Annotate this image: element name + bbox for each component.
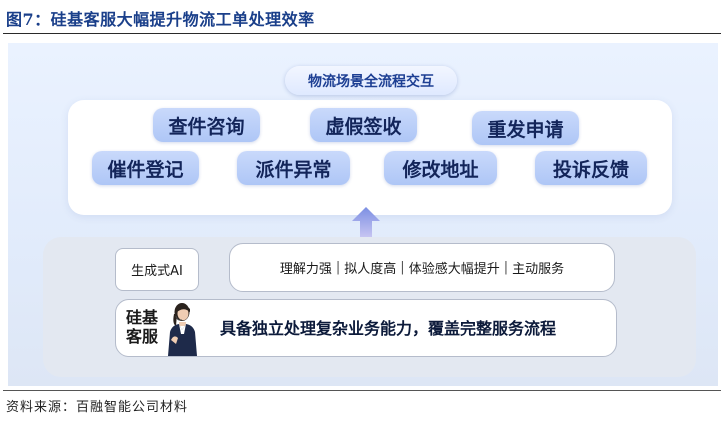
source-note: 资料来源：百融智能公司材料 <box>6 400 189 415</box>
feature-proactive: 主动服务 <box>512 262 565 277</box>
feature-experience: 体验感大幅提升 <box>408 262 500 277</box>
capability-text: 具备独立处理复杂业务能力，覆盖完整服务流程 <box>220 319 557 338</box>
features-box: 理解力强 | 拟人度高 | 体验感大幅提升 | 主动服务 <box>229 243 615 292</box>
top-rule <box>3 33 721 34</box>
chip-complaint-feedback: 投诉反馈 <box>535 151 647 185</box>
separator: | <box>503 260 509 275</box>
feature-humanlike: 拟人度高 <box>344 262 397 277</box>
customer-service-agent-icon <box>168 303 197 356</box>
up-arrow-icon <box>352 207 380 238</box>
figure-title: 图7：硅基客服大幅提升物流工单处理效率 <box>6 10 315 29</box>
bottom-rule <box>3 390 721 391</box>
chip-delivery-exception: 派件异常 <box>237 151 350 185</box>
separator: | <box>400 260 405 275</box>
silicon-capability-box <box>115 299 617 357</box>
silicon-label-line1: 硅基 <box>125 308 158 327</box>
chip-urge-registration: 催件登记 <box>92 151 199 185</box>
silicon-label-line2: 客服 <box>125 327 158 346</box>
feature-understanding: 理解力强 <box>279 262 332 277</box>
chip-change-address: 修改地址 <box>384 151 497 185</box>
chip-resend-request: 重发申请 <box>472 111 579 145</box>
flow-title-pill: 物流场景全流程交互 <box>285 66 457 95</box>
chip-false-signoff: 虚假签收 <box>310 108 417 142</box>
generative-ai-box: 生成式AI <box>115 248 199 291</box>
silicon-service-label: 硅基 客服 <box>122 308 162 346</box>
separator: | <box>335 260 341 275</box>
chip-parcel-inquiry: 查件咨询 <box>153 108 260 142</box>
